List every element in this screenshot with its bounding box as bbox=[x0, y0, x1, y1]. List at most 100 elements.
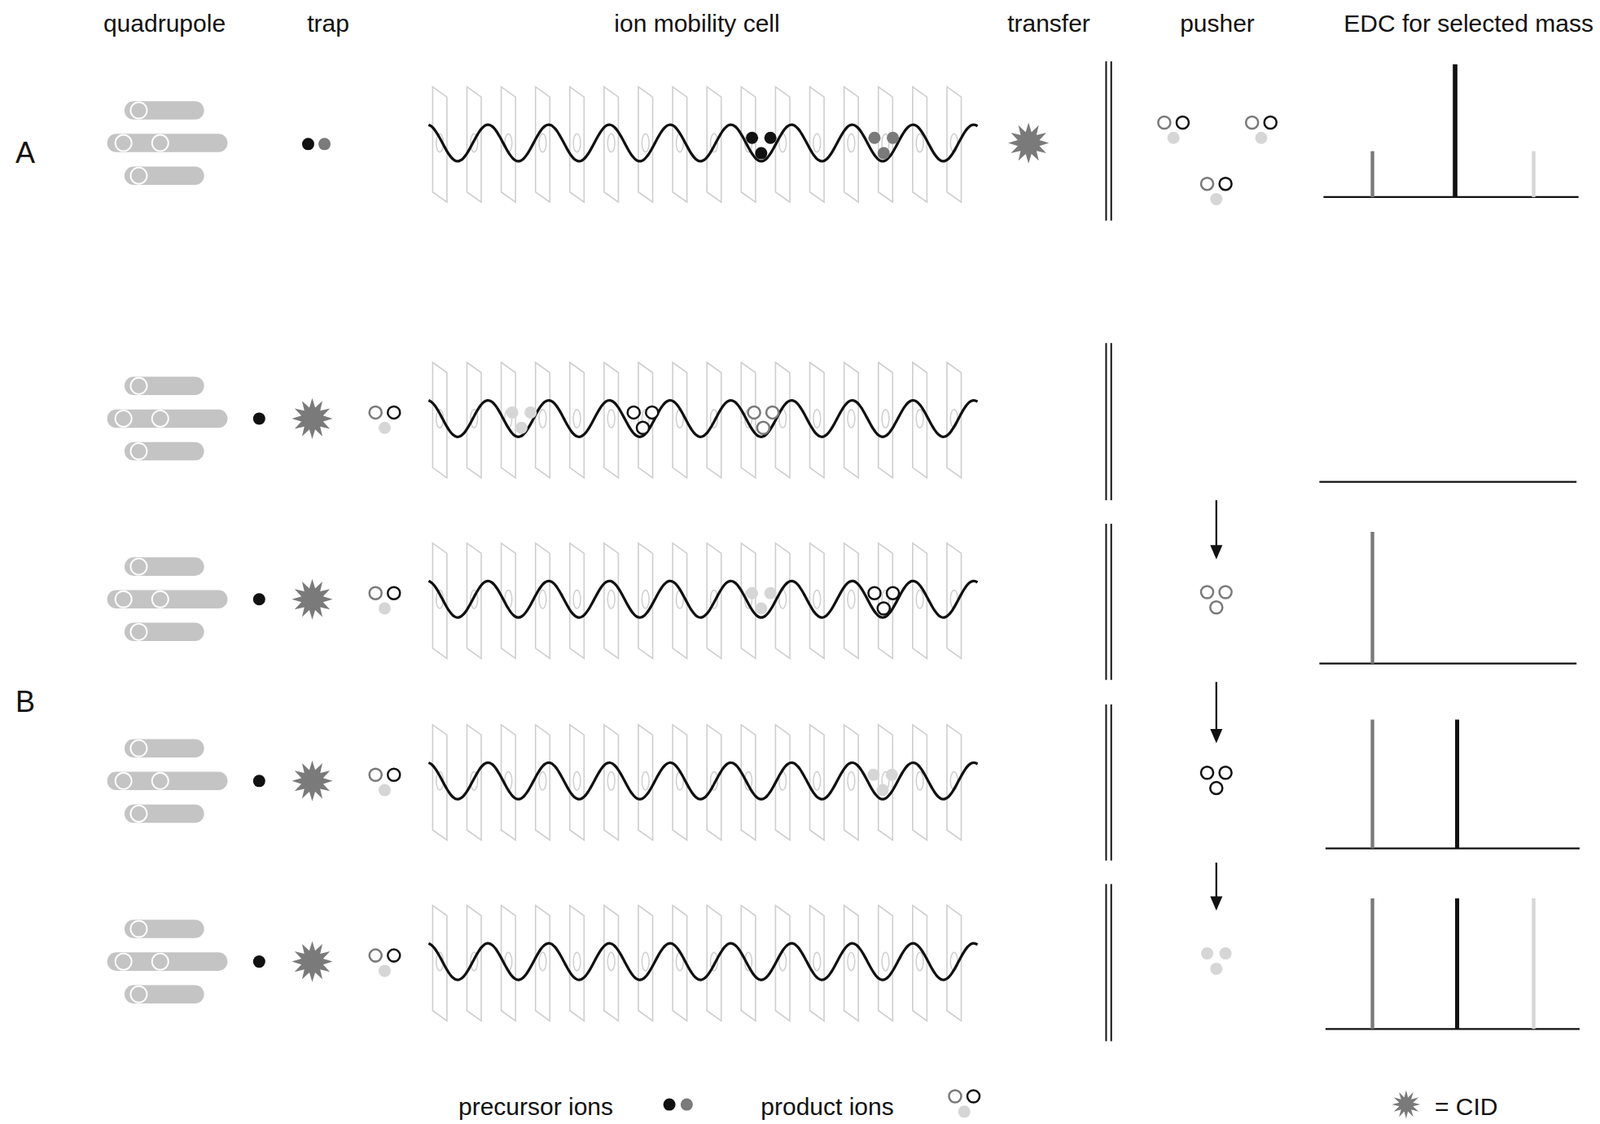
electrode-plate bbox=[535, 362, 551, 478]
electrode-plate bbox=[740, 362, 756, 478]
electrode-plate bbox=[569, 543, 585, 659]
plate-aperture bbox=[607, 133, 615, 153]
travelling-wave bbox=[428, 580, 978, 618]
ion-dot bbox=[885, 768, 899, 781]
plate-aperture bbox=[847, 951, 855, 971]
ion-dot bbox=[1209, 781, 1223, 794]
electrode-plate bbox=[638, 905, 654, 1022]
ion-dot bbox=[886, 587, 899, 600]
plate-aperture bbox=[847, 133, 855, 153]
ion-dot bbox=[745, 587, 759, 600]
ion-dot bbox=[378, 784, 391, 797]
ion-dot bbox=[253, 955, 266, 968]
rod-end bbox=[130, 101, 147, 119]
ion-cluster bbox=[948, 1090, 980, 1118]
exit-line bbox=[1110, 342, 1113, 500]
spectrum-peak bbox=[1370, 151, 1374, 198]
electrode-plate bbox=[466, 724, 482, 841]
arrow-head bbox=[1209, 895, 1223, 911]
ion-dot bbox=[515, 421, 528, 434]
plate-aperture bbox=[607, 951, 615, 971]
rod-end bbox=[115, 591, 132, 608]
rod-end bbox=[130, 986, 147, 1003]
electrode-plate bbox=[569, 362, 585, 478]
electrode-plate bbox=[912, 724, 928, 841]
ion-dot bbox=[387, 949, 400, 962]
exit-line bbox=[1110, 61, 1113, 220]
travelling-wave bbox=[428, 762, 978, 799]
ion-dot bbox=[967, 1090, 980, 1103]
transfer-exit bbox=[1105, 523, 1111, 680]
ion-dot bbox=[1219, 585, 1232, 598]
exit-line bbox=[1104, 883, 1107, 1041]
electrode-plate bbox=[466, 543, 482, 659]
ion-dot bbox=[745, 131, 759, 145]
ion-mobility-cell bbox=[428, 87, 978, 203]
rod-end bbox=[130, 805, 147, 822]
ion-dot bbox=[524, 406, 537, 419]
arrow-shaft bbox=[1215, 499, 1218, 549]
electrode-plate bbox=[878, 87, 894, 203]
plate-aperture bbox=[641, 589, 649, 609]
rod-end bbox=[130, 920, 147, 937]
ion-dot bbox=[645, 406, 658, 419]
plate-aperture bbox=[573, 133, 581, 153]
plate-aperture bbox=[916, 133, 924, 153]
quadrupole-rod bbox=[107, 589, 228, 609]
electrode-plate bbox=[638, 724, 654, 841]
pusher-arrow bbox=[1209, 862, 1223, 911]
column-header: pusher bbox=[1179, 9, 1255, 37]
ion-cluster bbox=[369, 587, 401, 615]
electrode-plate bbox=[604, 362, 619, 478]
ion-dot bbox=[302, 137, 315, 150]
rod-end bbox=[130, 740, 147, 757]
ion-mobility-cell bbox=[428, 724, 978, 841]
electrode-plate bbox=[878, 905, 894, 1022]
plate-aperture bbox=[539, 951, 547, 971]
plate-aperture bbox=[916, 771, 924, 791]
ion-mobility-cell bbox=[428, 905, 978, 1022]
ion-dot bbox=[876, 784, 889, 797]
cid-star bbox=[291, 578, 333, 620]
ion-dot bbox=[1209, 600, 1223, 614]
pusher-arrow bbox=[1209, 681, 1223, 743]
spectrum-axis bbox=[1319, 480, 1577, 483]
rod-end bbox=[152, 135, 169, 152]
plate-aperture bbox=[539, 589, 547, 609]
spectrum-peak bbox=[1452, 64, 1458, 198]
ion-dot bbox=[369, 768, 382, 781]
plate-aperture bbox=[847, 589, 855, 609]
plate-aperture bbox=[813, 133, 821, 153]
electrode-plate bbox=[912, 543, 928, 659]
rod-end bbox=[115, 772, 132, 790]
ion-cluster bbox=[745, 131, 777, 160]
edc-spectrum bbox=[1323, 64, 1579, 198]
exit-line bbox=[1104, 61, 1107, 220]
electrode-plate bbox=[604, 543, 619, 659]
ion-dot bbox=[1201, 585, 1214, 598]
rod-end bbox=[130, 377, 147, 395]
panel-letter: B bbox=[15, 685, 36, 719]
plate-aperture bbox=[607, 771, 615, 791]
transfer-exit bbox=[1105, 61, 1111, 220]
plate-aperture bbox=[881, 409, 890, 429]
ion-dot bbox=[253, 774, 266, 787]
arrow-head bbox=[1209, 728, 1223, 744]
legend-text: precursor ions bbox=[458, 1092, 614, 1120]
spectrum-axis bbox=[1325, 1027, 1580, 1030]
arrow-head bbox=[1209, 544, 1223, 560]
edc-spectrum bbox=[1319, 481, 1577, 483]
electrode-plate bbox=[912, 87, 928, 203]
plate-aperture bbox=[539, 771, 547, 791]
ion-dot bbox=[1157, 116, 1171, 129]
cid-star bbox=[1391, 1090, 1421, 1119]
spectrum-peak bbox=[1370, 531, 1374, 664]
exit-line bbox=[1104, 342, 1107, 500]
electrode-plate bbox=[844, 362, 860, 478]
pusher-arrow bbox=[1209, 499, 1223, 560]
ion-dot bbox=[1201, 766, 1214, 779]
ion-cluster bbox=[1201, 766, 1232, 794]
electrode-plate bbox=[740, 724, 756, 841]
ion-cluster bbox=[1157, 116, 1189, 145]
plate-aperture bbox=[813, 589, 821, 609]
